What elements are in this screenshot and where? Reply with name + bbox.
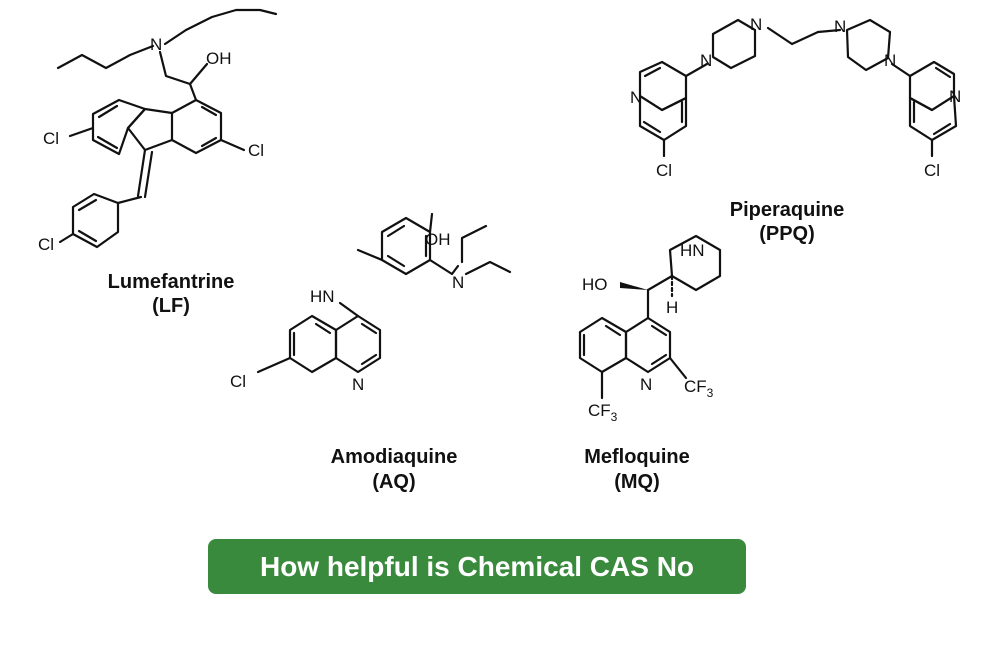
compound-name: Piperaquine — [730, 199, 844, 221]
aminomethyl-bond — [158, 50, 198, 102]
compound-name: Lumefantrine — [108, 271, 235, 293]
hydroxyl-label: OH — [206, 49, 232, 68]
piperazine-n-label: N — [700, 51, 712, 70]
chloro-label: Cl — [656, 161, 672, 180]
piperazine-n-label: N — [750, 15, 762, 34]
quinoline-n-label: N — [949, 87, 961, 106]
chloro-label: Cl — [230, 372, 246, 391]
piperidine-nh-label: HN — [680, 241, 705, 260]
amodiaquine-structure: OH N HN N Cl — [230, 212, 512, 394]
chloro-label: Cl — [924, 161, 940, 180]
compound-name: Amodiaquine — [331, 446, 458, 468]
butyl-chain-right — [163, 8, 278, 46]
hydrogen-label: H — [666, 298, 678, 317]
cas-banner-button[interactable]: How helpful is Chemical CAS No — [208, 539, 746, 594]
quinoline-n-label: N — [630, 88, 642, 107]
compound-abbreviation: (PPQ) — [759, 223, 815, 245]
hydroxyl-label: HO — [582, 275, 608, 294]
piperaquine-structure: N N N N N N Cl Cl — [630, 15, 961, 180]
chloro-label: Cl — [38, 235, 54, 254]
compound-abbreviation: (MQ) — [614, 471, 660, 493]
butyl-chain-left — [56, 44, 155, 70]
chloro-label: Cl — [248, 141, 264, 160]
hydroxyl-label: OH — [425, 230, 451, 249]
amine-nh-label: HN — [310, 287, 335, 306]
cf3-label: CF3 — [588, 401, 618, 424]
cf3-label: CF3 — [684, 377, 714, 400]
chloro-label: Cl — [43, 129, 59, 148]
piperazine-n-label: N — [834, 17, 846, 36]
quinoline-n-label: N — [640, 375, 652, 394]
compound-abbreviation: (LF) — [152, 295, 190, 317]
lumefantrine-structure: N OH Cl Cl Cl — [38, 8, 278, 254]
quinoline-n-label: N — [352, 375, 364, 394]
amine-n-label: N — [452, 273, 464, 292]
mefloquine-structure: HN H HO N CF3 CF3 — [578, 234, 722, 424]
compound-abbreviation: (AQ) — [372, 471, 415, 493]
compound-name: Mefloquine — [584, 446, 690, 468]
amine-n-label: N — [150, 35, 162, 54]
banner-label: How helpful is Chemical CAS No — [259, 550, 695, 582]
piperazine-n-label: N — [884, 51, 896, 70]
